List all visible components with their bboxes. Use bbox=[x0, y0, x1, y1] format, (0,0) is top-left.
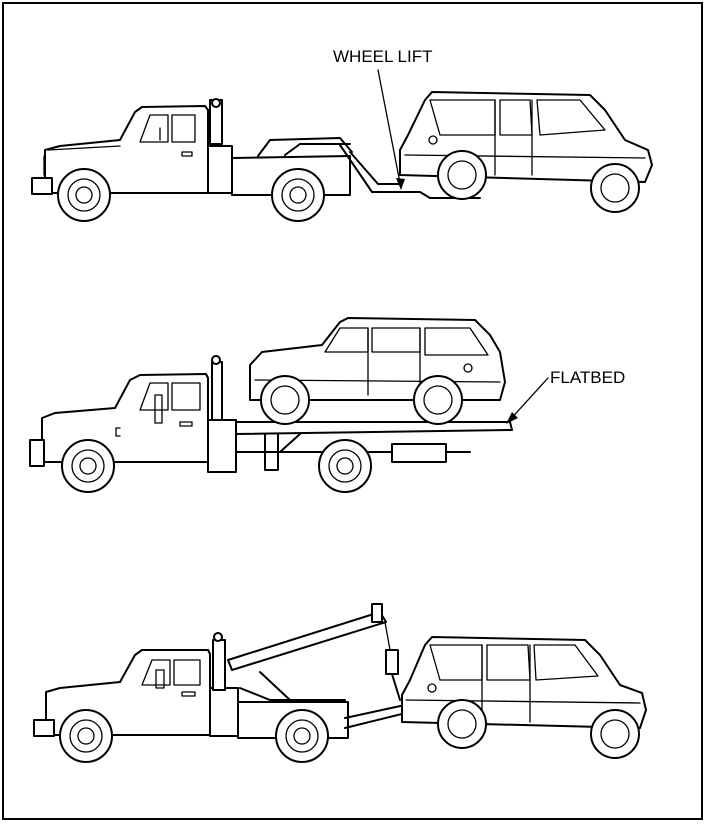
wrecker-towed-suv bbox=[402, 637, 646, 758]
wrecker-scene bbox=[34, 604, 646, 762]
flatbed-loaded-suv bbox=[250, 318, 505, 424]
wheel bbox=[591, 164, 639, 212]
wheel bbox=[319, 440, 371, 492]
wheel bbox=[272, 169, 324, 221]
wheel bbox=[60, 710, 112, 762]
wheel bbox=[414, 376, 462, 424]
wheel bbox=[438, 151, 486, 199]
wheel-lift-label: WHEEL LIFT bbox=[333, 47, 433, 66]
wheel bbox=[62, 440, 114, 492]
wheel bbox=[438, 700, 486, 748]
wrecker-tow-truck bbox=[34, 604, 410, 762]
wheel-lift-scene: WHEEL LIFT bbox=[32, 47, 652, 221]
wheel bbox=[58, 169, 110, 221]
wheel bbox=[591, 710, 639, 758]
wheel bbox=[261, 376, 309, 424]
wheel-lift-towed-suv bbox=[400, 92, 652, 212]
flatbed-scene: FLATBED bbox=[30, 318, 625, 492]
flatbed-label: FLATBED bbox=[550, 368, 625, 387]
wheel bbox=[276, 710, 328, 762]
wheel-lift-leader-line bbox=[378, 70, 401, 188]
